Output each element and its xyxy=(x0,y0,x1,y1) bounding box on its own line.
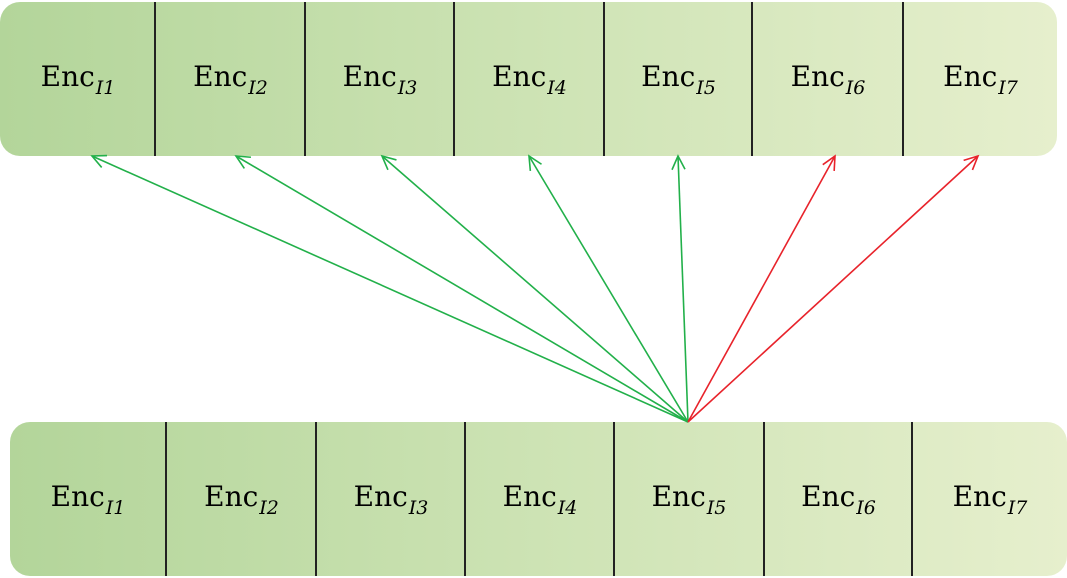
top-cell-1: EncI1 xyxy=(0,2,156,156)
cell-base: Enc xyxy=(204,479,259,513)
cell-divider xyxy=(304,2,306,156)
top-cell-5: EncI5 xyxy=(605,2,752,156)
cell-sub: I6 xyxy=(845,76,866,99)
bottom-cell-3: EncI3 xyxy=(317,422,465,576)
cell-divider xyxy=(165,422,167,576)
cell-base: Enc xyxy=(952,479,1007,513)
cell-sub: I4 xyxy=(547,76,567,99)
cell-base: Enc xyxy=(40,59,95,93)
cell-sub: I7 xyxy=(998,76,1018,99)
cell-base: Enc xyxy=(641,59,696,93)
top-cell-7: EncI7 xyxy=(904,2,1057,156)
bottom-cell-7: EncI7 xyxy=(913,422,1067,576)
arrow-i5-green xyxy=(671,154,689,423)
bottom-cell-1: EncI1 xyxy=(10,422,166,576)
bottom-cell-2: EncI2 xyxy=(167,422,316,576)
cell-base: Enc xyxy=(50,479,105,513)
cell-divider xyxy=(763,422,765,576)
top-cell-6: EncI6 xyxy=(753,2,903,156)
cell-divider xyxy=(453,2,455,156)
top-encoder-row: EncI1 EncI2 EncI3 EncI4 EncI5 EncI6 EncI… xyxy=(0,2,1057,156)
cell-sub: I4 xyxy=(557,496,578,519)
cell-sub: I5 xyxy=(706,496,727,519)
cell-divider xyxy=(603,2,605,156)
cell-divider xyxy=(315,422,317,576)
arrow-i7-red xyxy=(687,154,980,423)
cell-base: Enc xyxy=(492,59,547,93)
arrow-i2-green xyxy=(234,155,689,423)
cell-divider xyxy=(751,2,753,156)
cell-sub: I2 xyxy=(248,76,268,99)
cell-divider xyxy=(154,2,156,156)
cell-base: Enc xyxy=(943,59,998,93)
cell-base: Enc xyxy=(342,59,397,93)
cell-divider xyxy=(464,422,466,576)
cell-sub: I3 xyxy=(397,76,418,99)
arrow-i4-green xyxy=(528,154,689,423)
cell-sub: I2 xyxy=(259,496,279,519)
top-cell-3: EncI3 xyxy=(306,2,454,156)
top-cell-2: EncI2 xyxy=(156,2,305,156)
cell-sub: I6 xyxy=(856,496,876,519)
cell-base: Enc xyxy=(193,59,248,93)
bottom-cell-4: EncI4 xyxy=(466,422,614,576)
cell-sub: I7 xyxy=(1007,496,1028,519)
bottom-encoder-row: EncI1 EncI2 EncI3 EncI4 EncI5 EncI6 EncI… xyxy=(10,422,1067,576)
cell-sub: I1 xyxy=(95,76,116,99)
arrow-i3-green xyxy=(380,154,689,423)
cell-base: Enc xyxy=(353,479,408,513)
cell-divider xyxy=(613,422,615,576)
bottom-cell-6: EncI6 xyxy=(765,422,912,576)
cell-sub: I1 xyxy=(105,496,126,519)
top-cell-4: EncI4 xyxy=(455,2,604,156)
cell-base: Enc xyxy=(502,479,557,513)
arrow-i6-red xyxy=(687,154,836,423)
arrow-i1-green xyxy=(90,154,689,423)
cell-base: Enc xyxy=(651,479,706,513)
cell-base: Enc xyxy=(801,479,856,513)
cell-divider xyxy=(902,2,904,156)
cell-divider xyxy=(911,422,913,576)
cell-sub: I5 xyxy=(696,76,716,99)
cell-base: Enc xyxy=(790,59,845,93)
cell-sub: I3 xyxy=(408,496,429,519)
bottom-cell-5: EncI5 xyxy=(615,422,763,576)
